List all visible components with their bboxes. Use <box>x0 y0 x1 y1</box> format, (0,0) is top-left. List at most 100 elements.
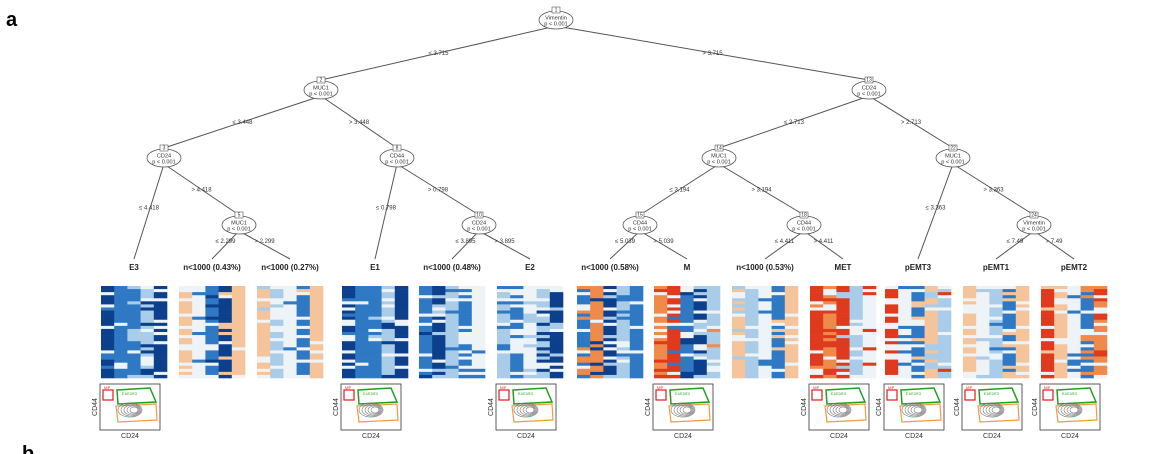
edge-split-label: ≤ 5.039 <box>615 239 636 245</box>
heatmap-cell <box>309 298 324 302</box>
heatmap-cell <box>590 359 604 363</box>
heatmap-cell <box>510 325 524 330</box>
node-pvalue: p < 0.001 <box>385 160 408 166</box>
heatmap-cell <box>432 371 446 376</box>
heatmap-cell <box>283 319 297 324</box>
heatmap-cell <box>654 316 668 321</box>
heatmap-cell <box>603 341 617 345</box>
heatmap-cell <box>381 313 396 317</box>
heatmap-cell <box>616 328 631 333</box>
heatmap-cell <box>1093 371 1108 376</box>
heatmap-cell <box>140 328 155 333</box>
heatmap-cell <box>706 286 721 290</box>
heatmap-cell <box>654 286 668 290</box>
heatmap-cell <box>497 356 511 360</box>
heatmap-cell <box>706 350 721 354</box>
heatmap-cell <box>745 289 759 293</box>
heatmap-cell <box>732 338 746 342</box>
flow-x-axis-label: CD24 <box>362 433 380 440</box>
heatmap-cell <box>114 286 128 290</box>
heatmap-cell <box>1054 362 1068 367</box>
heatmap-cell <box>140 335 155 339</box>
heatmap-cell <box>616 319 631 324</box>
heatmap-cell <box>680 304 694 308</box>
heatmap-cell <box>771 322 786 327</box>
heatmap-cell <box>629 286 644 290</box>
heatmap-cell <box>758 325 772 330</box>
heatmap-cell <box>355 301 369 305</box>
heatmap-cell <box>471 356 486 360</box>
heatmap-cell <box>114 289 128 293</box>
heatmap-cell <box>231 316 246 321</box>
heatmap-cell <box>140 368 155 373</box>
heatmap-cell <box>629 365 644 370</box>
heatmap-cell <box>536 310 551 314</box>
gate-red-label: M/P <box>104 386 111 390</box>
heatmap-cell <box>590 371 604 376</box>
heatmap-cell <box>355 292 369 296</box>
heatmap-cell <box>114 304 128 308</box>
heatmap-cell <box>862 359 877 363</box>
heatmap-cell <box>432 338 446 342</box>
heatmap-cell <box>603 362 617 367</box>
heatmap-cell <box>342 295 356 299</box>
heatmap-cell <box>114 365 128 370</box>
heatmap-cell <box>549 371 564 376</box>
leaf-heatmap <box>179 286 246 379</box>
gate-green <box>357 387 399 405</box>
node-id-box <box>714 144 724 152</box>
tree-edge <box>396 163 480 216</box>
heatmap-cell <box>784 295 799 299</box>
heatmap-cell <box>693 286 708 290</box>
heatmap-cell <box>549 332 564 336</box>
heatmap-cell <box>231 350 246 354</box>
heatmap-cell <box>510 368 524 373</box>
heatmap-cell <box>497 371 511 376</box>
heatmap-cell <box>394 328 409 333</box>
heatmap-cell <box>667 322 681 327</box>
heatmap-cell <box>381 332 396 336</box>
heatmap-cell <box>976 289 990 293</box>
heatmap-cell <box>784 332 799 336</box>
heatmap-cell <box>898 362 912 367</box>
heatmap-cell <box>823 338 837 342</box>
heatmap-cell <box>536 322 551 327</box>
heatmap-cell <box>1015 289 1030 293</box>
heatmap-cell <box>549 374 564 379</box>
heatmap-cell <box>355 371 369 376</box>
leaf-label: pEMT1 <box>983 263 1010 272</box>
heatmap-cell <box>911 347 925 351</box>
heatmap-cell <box>1015 356 1030 360</box>
heatmap-cell <box>510 374 524 379</box>
heatmap-cell <box>810 295 824 299</box>
heatmap-cell <box>1015 328 1030 333</box>
heatmap-cell <box>523 335 537 339</box>
heatmap-cell <box>937 328 952 333</box>
heatmap-cell <box>629 374 644 379</box>
heatmap-cell <box>745 316 759 321</box>
heatmap-cell <box>394 322 409 327</box>
heatmap-cell <box>218 338 233 342</box>
heatmap-cell <box>1067 292 1081 296</box>
heatmap-cell <box>231 328 246 333</box>
heatmap-cell <box>296 295 311 299</box>
heatmap-cell <box>192 301 206 305</box>
heatmap-cell <box>1080 316 1095 321</box>
heatmap-cell <box>810 362 824 367</box>
heatmap-cell <box>937 301 952 305</box>
heatmap-cell <box>153 307 168 311</box>
heatmap-cell <box>497 359 511 363</box>
node-variable: Vimentin <box>545 16 567 22</box>
heatmap-cell <box>911 338 925 342</box>
heatmap-cell <box>114 319 128 324</box>
heatmap-cell <box>432 350 446 354</box>
heatmap-cell <box>283 307 297 311</box>
heatmap-cell <box>394 362 409 367</box>
edge-split-label: > 2.299 <box>254 239 275 245</box>
heatmap-cell <box>101 344 115 348</box>
heatmap-cell <box>153 313 168 317</box>
heatmap-cell <box>771 344 786 348</box>
heatmap-cell <box>458 310 473 314</box>
